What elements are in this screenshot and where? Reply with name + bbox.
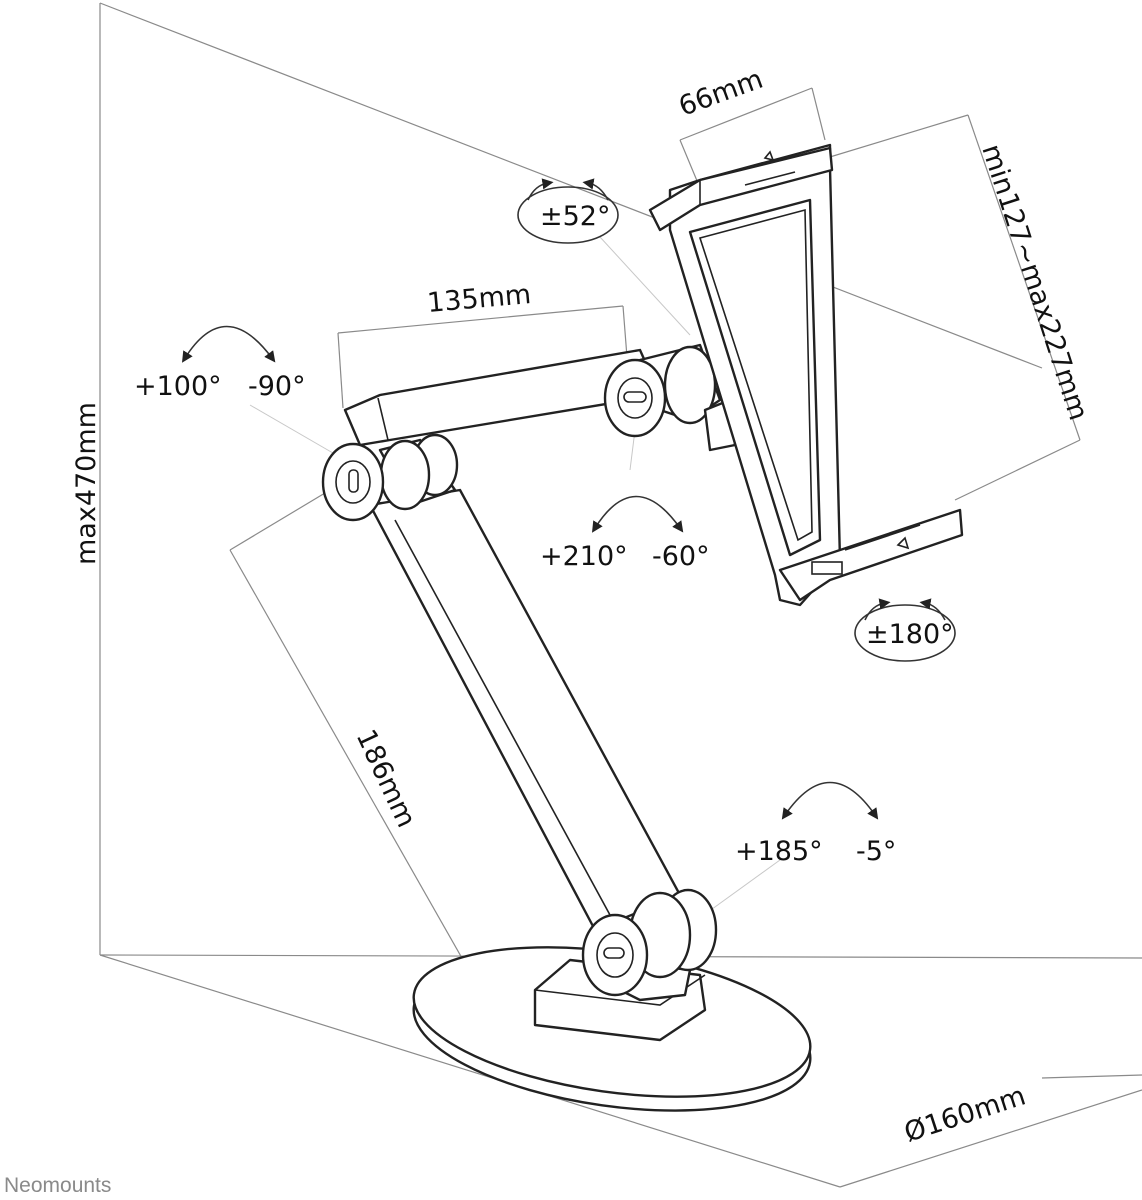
head-down-label: -60°	[652, 541, 710, 572]
base-joint	[581, 888, 718, 997]
rotate-arrow-icon-clamp-rotate	[854, 598, 956, 662]
elbow-joint	[321, 433, 459, 522]
elbow-down-label: -90°	[248, 371, 306, 402]
clamp-range-label: min127~max227mm	[975, 141, 1093, 425]
clamp-width-label: 66mm	[675, 64, 767, 123]
base-diameter-label: Ø160mm	[901, 1080, 1030, 1148]
rotate-arrow-icon-elbow	[181, 325, 276, 363]
rotate-arrow-icon-clamp-tilt	[517, 178, 619, 244]
rotate-arrow-icon-head	[591, 495, 684, 533]
head-up-label: +210°	[540, 541, 628, 572]
lower-arm	[368, 488, 682, 932]
rotate-arrow-icon-base	[781, 781, 879, 820]
clamp-tilt-label: ±52°	[540, 201, 610, 232]
max-height-label: max470mm	[71, 402, 102, 565]
base-plate	[412, 946, 812, 1112]
upper-arm-length-label: 135mm	[426, 279, 532, 319]
base-down-label: -5°	[856, 836, 896, 867]
brand-logo: Neomounts	[4, 1174, 111, 1197]
base-up-label: +185°	[735, 836, 823, 867]
tablet-clamp	[648, 143, 964, 607]
leader-lines	[249, 236, 781, 926]
clamp-rotate-label: ±180°	[866, 619, 954, 650]
head-joint	[603, 343, 737, 452]
elbow-up-label: +100°	[134, 371, 222, 402]
